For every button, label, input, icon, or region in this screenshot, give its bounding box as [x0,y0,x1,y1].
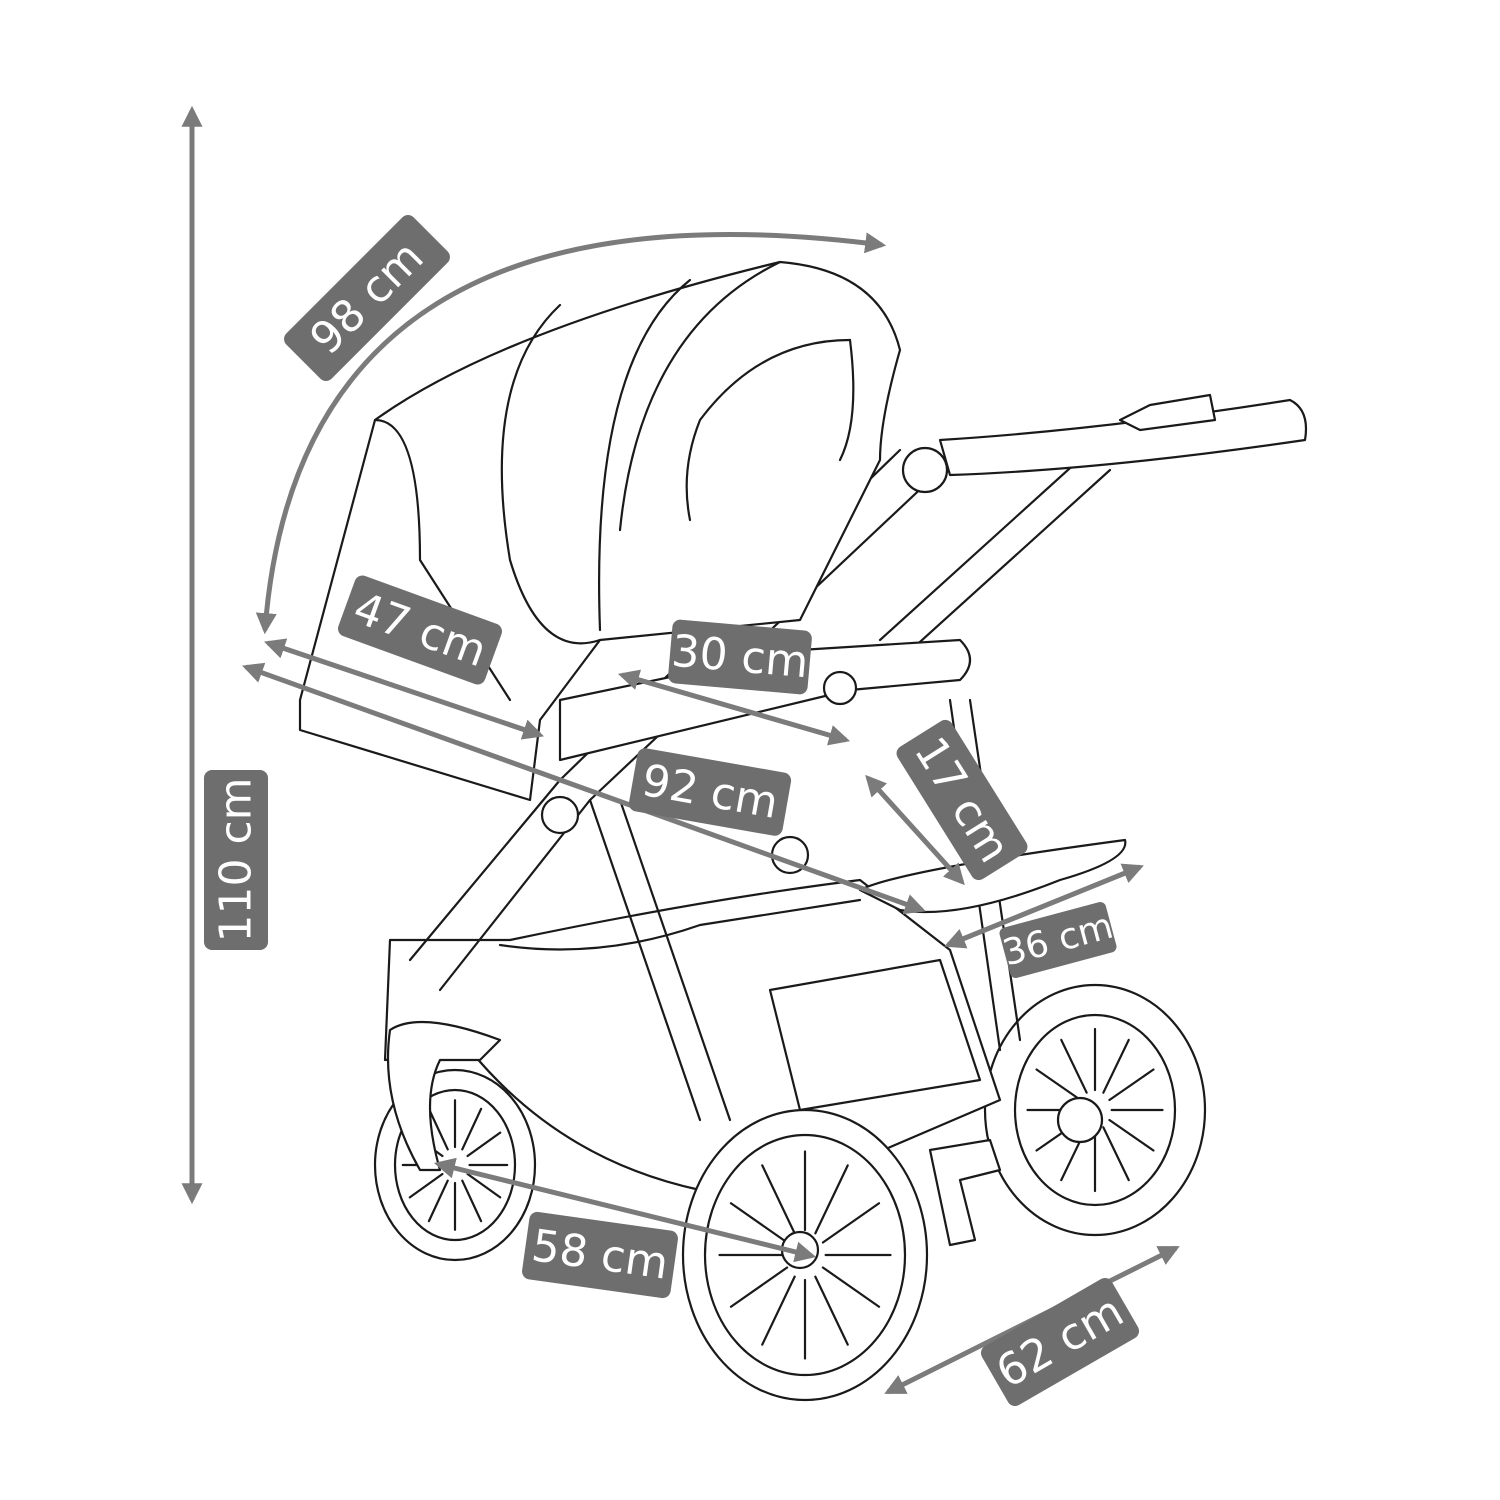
wheel-spoke [729,1266,789,1308]
wheel-spoke [761,1275,796,1346]
wheel-spoke [1035,1068,1082,1102]
label-width-text: 62 cm [988,1286,1132,1399]
wheel-spoke [1060,1038,1088,1094]
label-footrest-width: 36 cm [999,901,1117,979]
label-wheelbase: 58 cm [522,1211,678,1299]
wheel-spoke [814,1164,849,1235]
label-seat-depth: 30 cm [668,619,812,695]
label-width: 62 cm [980,1277,1140,1407]
wheel-spoke [1102,1126,1130,1182]
label-height: 110 cm [204,770,268,950]
wheel-spoke [821,1202,881,1244]
label-total-length: 92 cm [628,748,792,836]
label-seat-depth-text: 30 cm [670,626,811,689]
total-length-arrow [242,662,926,915]
stroller-drawing [298,260,1308,1402]
wheel-spoke [814,1275,849,1346]
wheel-spoke [821,1266,881,1308]
label-canopy-arc-text: 98 cm [301,232,434,365]
label-backrest: 17 cm [896,719,1028,881]
wheel-spoke [427,1107,449,1151]
wheel-spoke [466,1131,502,1158]
wheel-spoke [1108,1068,1155,1102]
wheel-spoke [461,1107,483,1151]
footrest-width-arrow [944,863,1144,949]
wheel-spoke [1108,1118,1155,1152]
canopy-arc-arrow [255,232,887,635]
wheel-spoke [1102,1038,1130,1094]
label-height-text: 110 cm [211,777,262,942]
rear-wheel-right [983,983,1207,1237]
dimension-arrows [181,105,1180,1395]
wheelbase-arrow [433,1157,817,1263]
